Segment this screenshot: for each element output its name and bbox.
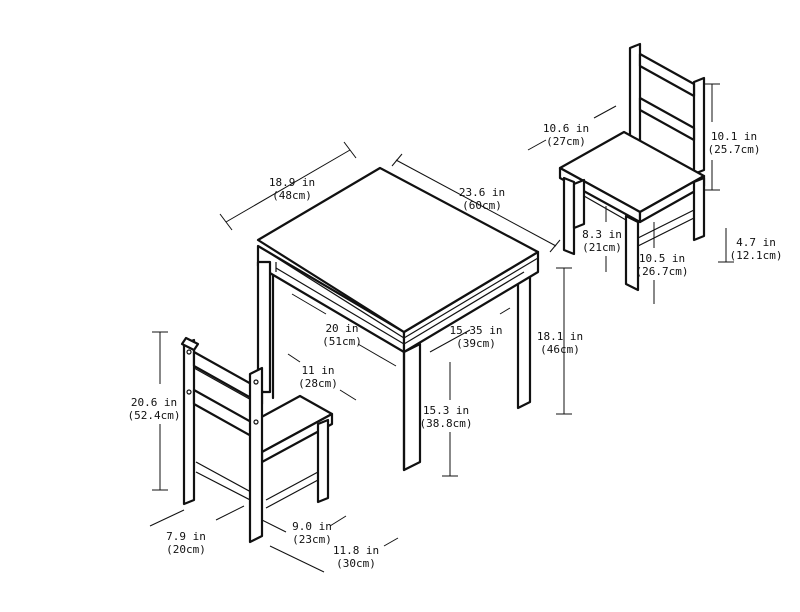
- back-chair-seat-width-cm: (27cm): [546, 135, 586, 148]
- back-chair-back-height-in: 10.1 in: [710, 130, 758, 143]
- dimension-lines: [149, 83, 734, 573]
- table-inner-length-label: 15.35 in (39cm): [450, 324, 503, 350]
- back-chair-rung-height-in: 8.3 in: [582, 228, 622, 241]
- table-inner-length-cm: (39cm): [456, 337, 496, 350]
- table-length-in: 23.6 in: [458, 186, 506, 199]
- back-chair-rung-height-label: 8.3 in (21cm): [582, 228, 622, 254]
- back-chair-lower-rung-label: 4.7 in (12.1cm): [730, 236, 783, 262]
- table-length-label: 23.6 in (60cm): [459, 186, 505, 212]
- back-chair-seat-width-label: 10.6 in (27cm): [543, 122, 589, 148]
- back-chair-lower-rung-cm: (12.1cm): [729, 249, 783, 262]
- front-chair-seat-inner-cm: (28cm): [298, 377, 338, 390]
- table-clearance-label: 15.3 in (38.8cm): [420, 404, 473, 430]
- table-inner-width-label: 20 in (51cm): [322, 322, 362, 348]
- front-chair-leg-span-in: 7.9 in: [166, 530, 206, 543]
- front-chair-seat-width-in: 9.0 in: [292, 520, 332, 533]
- front-chair-seat-inner-in: 11 in: [301, 364, 335, 377]
- table-clearance-cm: (38.8cm): [419, 417, 473, 430]
- table-height-in: 18.1 in: [536, 330, 584, 343]
- front-chair-seat-inner-label: 11 in (28cm): [298, 364, 338, 390]
- back-chair-seat-height-label: 10.5 in (26.7cm): [636, 252, 689, 278]
- front-chair-leg-span-label: 7.9 in (20cm): [166, 530, 206, 556]
- front-chair-seat-depth-label: 11.8 in (30cm): [333, 544, 379, 570]
- front-chair-seat-width-label: 9.0 in (23cm): [292, 520, 332, 546]
- back-chair-lower-rung-in: 4.7 in: [736, 236, 776, 249]
- front-chair-seat-width-cm: (23cm): [292, 533, 332, 546]
- table-height-label: 18.1 in (46cm): [537, 330, 583, 356]
- front-chair-seat-depth-in: 11.8 in: [332, 544, 380, 557]
- back-chair-rung-height-cm: (21cm): [582, 241, 622, 254]
- table-clearance-in: 15.3 in: [422, 404, 470, 417]
- back-chair-seat-height-in: 10.5 in: [638, 252, 686, 265]
- table-width-in: 18.9 in: [268, 176, 316, 189]
- front-chair-leg-span-cm: (20cm): [166, 543, 206, 556]
- back-chair-seat-width-in: 10.6 in: [542, 122, 590, 135]
- front-chair-seat-depth-cm: (30cm): [336, 557, 376, 570]
- table-width-label: 18.9 in (48cm): [269, 176, 315, 202]
- table-drawing: [256, 166, 540, 472]
- table-inner-width-in: 20 in: [325, 322, 359, 335]
- front-chair-height-cm: (52.4cm): [127, 409, 181, 422]
- front-chair-height-label: 20.6 in (52.4cm): [128, 396, 181, 422]
- table-height-cm: (46cm): [540, 343, 580, 356]
- front-chair-height-in: 20.6 in: [130, 396, 178, 409]
- front-chair-drawing: [180, 336, 334, 544]
- table-inner-length-in: 15.35 in: [449, 324, 503, 337]
- back-chair-back-height-cm: (25.7cm): [707, 143, 761, 156]
- table-width-cm: (48cm): [272, 189, 312, 202]
- back-chair-back-height-label: 10.1 in (25.7cm): [708, 130, 761, 156]
- table-length-cm: (60cm): [462, 199, 502, 212]
- table-inner-width-cm: (51cm): [322, 335, 362, 348]
- back-chair-drawing: [558, 42, 706, 292]
- back-chair-seat-height-cm: (26.7cm): [635, 265, 689, 278]
